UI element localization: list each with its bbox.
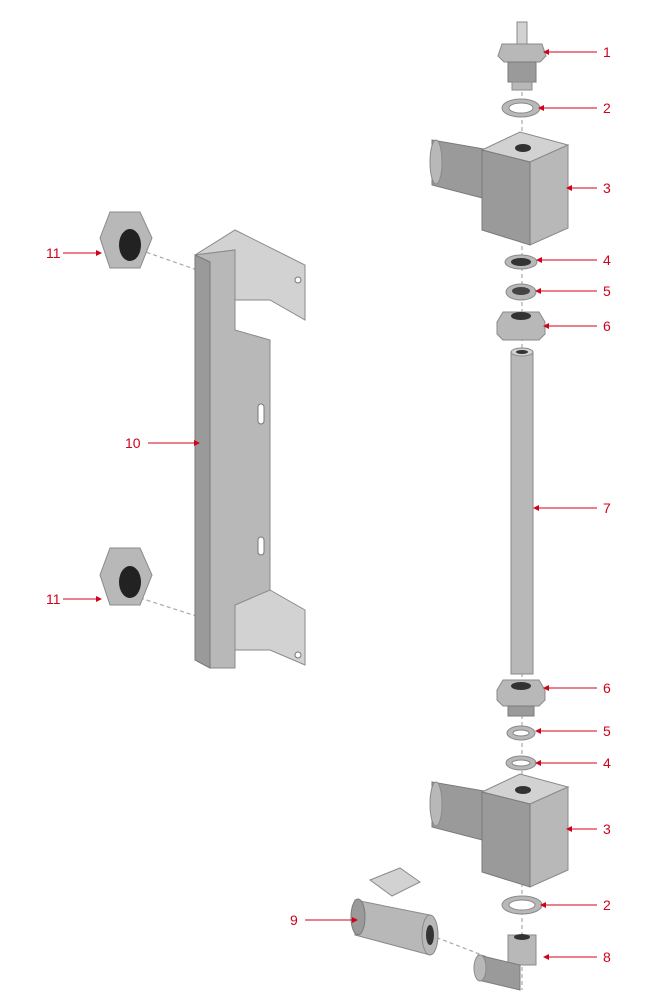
svg-text:5: 5 [603, 283, 611, 299]
callout-4-top: 4 [536, 252, 611, 268]
callout-11-top: 11 [46, 245, 102, 261]
svg-text:1: 1 [603, 44, 611, 60]
callout-3-top: 3 [566, 180, 611, 196]
valve-axis [429, 934, 496, 961]
callout-2-top: 2 [538, 100, 611, 116]
part-7-tube [510, 347, 534, 675]
part-5-ring-top [505, 283, 537, 301]
part-11-nut-bottom [99, 547, 153, 606]
part-6-nut-top [496, 311, 546, 341]
svg-text:2: 2 [603, 100, 611, 116]
part-3-block-bottom [429, 773, 570, 888]
callout-3-bottom: 3 [566, 821, 611, 837]
callout-11-bottom: 11 [46, 591, 102, 607]
callout-6-top: 6 [543, 318, 611, 334]
callout-7: 7 [533, 500, 611, 516]
svg-text:10: 10 [125, 435, 141, 451]
part-1-plug [497, 21, 547, 91]
callout-1: 1 [543, 44, 611, 60]
svg-text:11: 11 [46, 591, 61, 607]
svg-text:4: 4 [603, 755, 611, 771]
callout-6-bottom: 6 [543, 680, 611, 696]
svg-text:6: 6 [603, 318, 611, 334]
part-2-washer-top [501, 98, 541, 118]
part-3-block-top [429, 131, 570, 246]
callout-8: 8 [543, 949, 611, 965]
callout-5-top: 5 [535, 283, 611, 299]
part-2-washer-bottom [501, 895, 543, 915]
svg-text:5: 5 [603, 723, 611, 739]
part-5-ring-bottom [506, 725, 536, 741]
svg-text:9: 9 [290, 912, 298, 928]
part-8-elbow [473, 934, 537, 991]
callout-4-bottom: 4 [535, 755, 611, 771]
part-11-nut-top [99, 211, 153, 269]
svg-text:8: 8 [603, 949, 611, 965]
svg-text:2: 2 [603, 897, 611, 913]
svg-text:4: 4 [603, 252, 611, 268]
callout-2-bottom: 2 [540, 897, 611, 913]
svg-text:11: 11 [46, 245, 61, 261]
mount-axis-top [139, 249, 241, 286]
svg-text:3: 3 [603, 180, 611, 196]
svg-text:7: 7 [603, 500, 611, 516]
part-10-bracket [194, 229, 306, 669]
callout-5-bottom: 5 [535, 723, 611, 739]
part-4-washer-bottom [505, 755, 537, 771]
callout-10: 10 [125, 435, 200, 451]
part-4-washer-top [504, 254, 538, 270]
svg-text:6: 6 [603, 680, 611, 696]
part-6-nut-bottom [496, 679, 546, 717]
part-9-valve [350, 867, 439, 956]
svg-text:3: 3 [603, 821, 611, 837]
callout-9: 9 [290, 912, 358, 928]
